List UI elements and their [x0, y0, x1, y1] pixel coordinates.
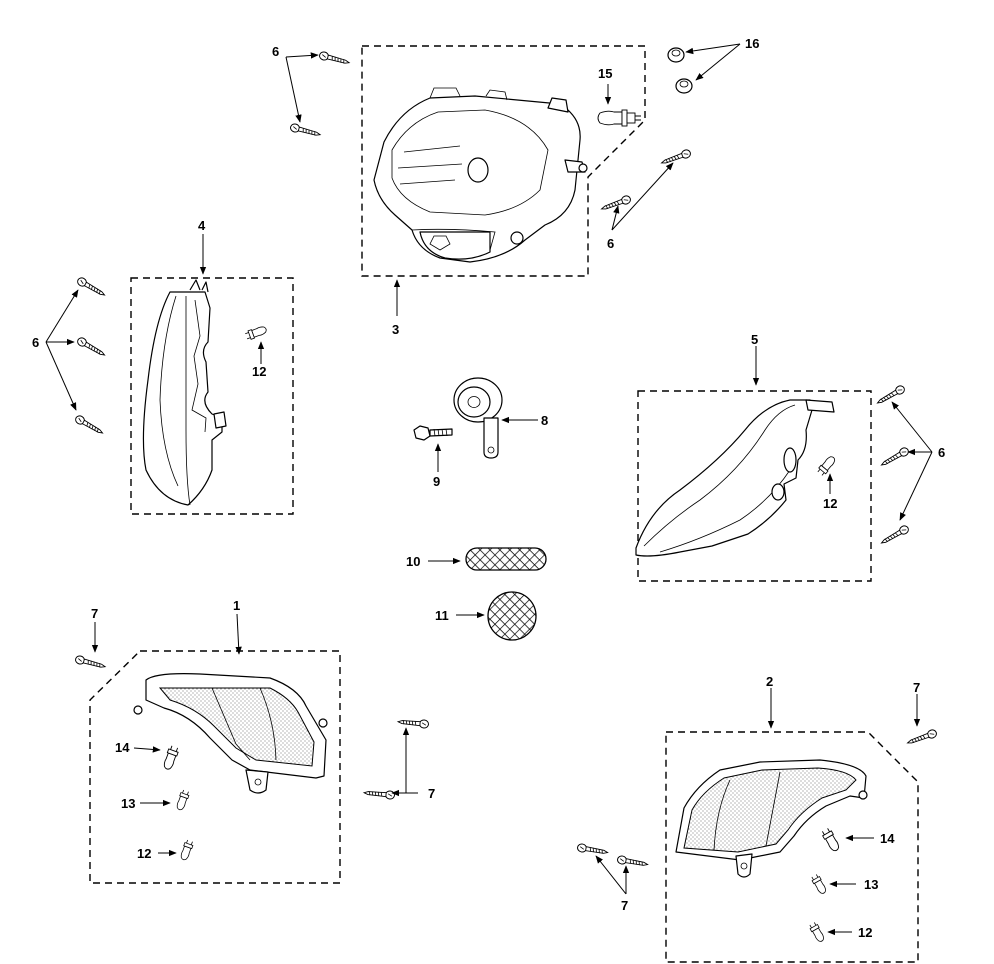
right-signal-screw-3 [616, 854, 649, 869]
right-signal-bulb-14 [820, 826, 842, 854]
left-side-cover [142, 279, 227, 506]
callout-13-right: 13 [864, 877, 878, 892]
left-turn-signal [133, 673, 328, 794]
right-signal-box [665, 731, 919, 963]
callout-12-right: 12 [858, 925, 872, 940]
right-signal-bulb-12 [807, 921, 827, 944]
callout-9: 9 [433, 474, 440, 489]
left-signal-screw-3 [363, 788, 396, 800]
headlight-screw-4 [599, 194, 633, 214]
callout-14-left: 14 [115, 740, 130, 755]
left-signal-box [89, 650, 341, 884]
callout-15: 15 [598, 66, 612, 81]
right-cover-screw-1 [874, 383, 907, 407]
callout-4: 4 [198, 218, 206, 233]
callout-5: 5 [751, 332, 758, 347]
headlight-bulb [597, 109, 641, 127]
callout-7-right-top: 7 [913, 680, 920, 695]
left-cover-screw-3 [73, 413, 106, 437]
headlight-unit [373, 87, 588, 263]
left-signal-bulb-13 [174, 788, 191, 812]
callout-6-headlight-left: 6 [272, 44, 279, 59]
horn-bolt [413, 425, 453, 441]
headlight-screw-2 [289, 122, 322, 140]
callout-12-left-cover: 12 [252, 364, 266, 379]
right-signal-screw-2 [576, 842, 609, 857]
left-signal-screw-1 [74, 654, 107, 672]
left-cover-screw-2 [75, 335, 108, 359]
callout-12-right-cover: 12 [823, 496, 837, 511]
callout-8: 8 [541, 413, 548, 428]
callout-13-left: 13 [121, 796, 135, 811]
headlight-assembly-box [361, 45, 646, 277]
callout-6-right-cover: 6 [938, 445, 945, 460]
callout-labels: 6 16 15 6 3 4 6 12 5 6 12 8 9 10 11 1 7 … [32, 36, 945, 940]
right-cover-screw-3 [878, 523, 911, 547]
left-cover-screw-1 [75, 275, 108, 299]
right-cover-box [637, 390, 872, 582]
left-cover-bulb [244, 324, 268, 341]
headlight-screw-1 [318, 50, 351, 68]
callout-10: 10 [406, 554, 420, 569]
callout-1: 1 [233, 598, 240, 613]
rubber-grommet-bottom [675, 78, 693, 94]
callout-3: 3 [392, 322, 399, 337]
callout-11: 11 [435, 608, 449, 623]
callout-14-right: 14 [880, 831, 895, 846]
headlight-screw-3 [659, 148, 693, 168]
left-signal-screw-2 [397, 717, 430, 729]
mesh-grille-round [487, 591, 537, 641]
callout-6-headlight-right: 6 [607, 236, 614, 251]
rubber-grommet-top [667, 47, 685, 63]
mesh-grille-strip [465, 547, 547, 571]
right-cover-screw-2 [878, 445, 911, 469]
left-cover-box [130, 277, 294, 515]
callout-16: 16 [745, 36, 759, 51]
callout-7-left-top: 7 [91, 606, 98, 621]
callout-6-left-cover: 6 [32, 335, 39, 350]
callout-7-right-bottom: 7 [621, 898, 628, 913]
right-cover-bulb [816, 454, 838, 477]
leader-lines [45, 43, 933, 936]
right-turn-signal [675, 759, 868, 878]
callout-12-left: 12 [137, 846, 151, 861]
callout-7-left-signal: 7 [428, 786, 435, 801]
left-signal-bulb-12 [178, 838, 195, 862]
right-signal-screw-1 [905, 728, 939, 748]
horn [453, 377, 503, 459]
right-side-cover [635, 399, 835, 557]
left-signal-bulb-14 [161, 744, 180, 772]
callout-2: 2 [766, 674, 773, 689]
right-signal-bulb-13 [809, 873, 829, 896]
